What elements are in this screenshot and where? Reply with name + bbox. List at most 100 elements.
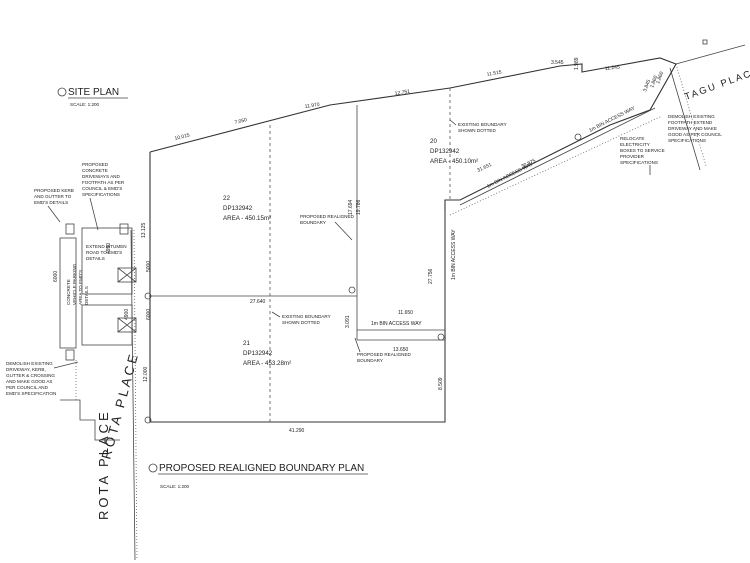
driveway-area	[81, 227, 133, 295]
dim-label: 3.091	[345, 315, 351, 328]
tagu-road-edge	[669, 67, 701, 171]
access-way-label: 1m BIN ACCESS WAY	[451, 229, 457, 280]
note-line: DRIVEWAY AND MAKE	[668, 126, 717, 131]
note-line: AREA TO EMD'S	[78, 270, 83, 305]
lot-number: 21	[243, 340, 250, 347]
parking-area	[81, 304, 133, 346]
note-relocate-electricity: RELOCATE ELECTRICITY BOXES TO SERVICE PR…	[620, 136, 665, 175]
turn-marker-icon	[348, 286, 356, 294]
note-line: DRIVEWAY, KERB,	[6, 367, 46, 372]
site-plan-title-block: SITE PLAN SCALE: 1:200	[57, 87, 128, 107]
lot-area: AREA - 450.15m²	[223, 215, 271, 222]
note-line: PROPOSED KERB	[34, 188, 74, 193]
dim-label: 13.650	[393, 347, 409, 353]
tagu-place-label: TAGU PLACE	[683, 65, 750, 103]
lot-dp: DP132942	[243, 350, 273, 357]
access-way-edge	[459, 107, 656, 206]
note-line: BOUNDARY	[357, 358, 383, 363]
dim-label: 1.860	[649, 75, 659, 89]
note-proposed-realigned-1: PROPOSED REALIGNED BOUNDARY	[300, 214, 355, 241]
note-line: FOOTPATH EXTEND	[668, 120, 713, 125]
leader-line	[53, 361, 79, 369]
note-demolish-rota: DEMOLISH EXISTING DRIVEWAY, KERB, GUTTER…	[6, 361, 79, 396]
note-line: PROPOSED REALIGNED	[300, 214, 355, 219]
dim-label: 5000	[146, 261, 152, 272]
note-line: SPECIFICATIONS	[668, 138, 706, 143]
access-way-label: 1m BIN ACCESS WAY	[486, 161, 534, 190]
note-proposed-realigned-2: PROPOSED REALIGNED BOUNDARY	[354, 337, 412, 363]
driveway-sketch	[59, 223, 137, 441]
leader-line	[354, 337, 361, 353]
cross-box	[117, 317, 137, 333]
note-existing-boundary-top: EXISTING BOUNDARY SHOWN DOTTED	[449, 119, 507, 133]
note-line: DEMOLISH EXISTING	[6, 361, 53, 366]
note-line: AND MAKE GOOD AS	[6, 379, 52, 384]
note-line: RELOCATE	[620, 136, 644, 141]
boundary-plan-scale: SCALE: 1:200	[160, 484, 190, 489]
turn-marker-icon	[144, 292, 152, 300]
note-line: GUTTER & CROSSING	[6, 373, 55, 378]
dim-label: 10.015	[174, 132, 191, 142]
note-line: EMD'S DETAILS	[34, 200, 68, 205]
note-line: COUNCIL & EMD'S	[82, 186, 122, 191]
note-line: EMD'S SPECIFICATION	[6, 391, 56, 396]
lot-area: AREA - 453.28m²	[243, 360, 291, 367]
turn-marker-icon	[574, 133, 582, 141]
rota-place-label-2: ROTA PLACE	[96, 409, 111, 520]
note-line: EXISTING BOUNDARY	[282, 314, 331, 319]
note-demolish-tagu: DEMOLISH EXISTING FOOTPATH EXTEND DRIVEW…	[668, 114, 722, 143]
boundary-plan-title-block: PROPOSED REALIGNED BOUNDARY PLAN SCALE: …	[148, 463, 368, 489]
note-line: PER COUNCIL AND	[6, 385, 49, 390]
note-line: DETAILS	[86, 256, 105, 261]
turn-marker-icon	[144, 416, 152, 424]
note-line: BOXES TO SERVICE	[620, 148, 665, 153]
lot-number: 22	[223, 195, 230, 202]
note-line: PROVIDER	[620, 154, 645, 159]
dim-label: 11.515	[486, 69, 502, 78]
dim-label: 12.000	[143, 366, 149, 382]
title-marker-icon	[57, 87, 67, 97]
dim-label: 11.970	[304, 102, 320, 110]
dim-label: 7.050	[234, 117, 248, 126]
note-line: ROAD TO EMD'S	[86, 250, 122, 255]
access-way-label: 1m BIN ACCESS WAY	[371, 321, 422, 327]
lot-area: AREA - 450.10m²	[430, 158, 478, 165]
title-marker-icon	[148, 463, 158, 473]
note-kerbs: PROPOSED KERB AND GUTTER TO EMD'S DETAIL…	[34, 188, 74, 223]
kerb-marker	[65, 349, 75, 361]
lot-dp: DP132942	[430, 148, 460, 155]
kerb-marker	[65, 223, 75, 235]
dim-label: 6000	[53, 271, 59, 282]
outer-boundary	[149, 57, 677, 423]
dim-label: 11.650	[398, 310, 413, 316]
dim-label: 17.694	[348, 199, 354, 215]
note-concrete-driveways: PROPOSED CONCRETE DRIVEWAYS AND FOOTPATH…	[82, 162, 125, 231]
note-extend-bitumen: EXTEND BITUMEN ROAD TO EMD'S DETAILS	[86, 244, 127, 261]
dim-label: 4950	[106, 243, 112, 254]
dim-label: 4900	[124, 309, 130, 320]
dim-label: 27.640	[250, 299, 266, 305]
dim-label: 1.860	[655, 71, 665, 85]
note-line: SHOWN DOTTED	[282, 320, 320, 325]
note-existing-boundary-mid: EXISTING BOUNDARY SHOWN DOTTED	[271, 311, 331, 325]
note-line: SHOWN DOTTED	[458, 128, 496, 133]
leader-line	[449, 119, 457, 126]
dim-label: 1.989	[574, 57, 580, 70]
cross-line	[117, 317, 137, 333]
dim-label: 41.290	[289, 428, 305, 434]
dim-label: 11.245	[605, 64, 621, 72]
leader-line	[47, 205, 61, 223]
site-plan-title: SITE PLAN	[68, 87, 119, 98]
site-plan-scale: SCALE: 1:200	[70, 102, 100, 107]
cross-line	[117, 267, 137, 283]
existing-kerb-line	[60, 399, 120, 441]
dim-label: 12.751	[394, 89, 410, 97]
dim-label: 31.651	[476, 162, 493, 174]
lot-22-label: 22 DP132942 AREA - 450.15m²	[223, 195, 271, 222]
dim-label: 13.125	[141, 222, 147, 238]
leader-line	[334, 221, 353, 241]
note-line: BOUNDARY	[300, 220, 326, 225]
note-line: DRIVEWAYS AND	[82, 174, 120, 179]
dim-label: 30.875	[520, 158, 537, 170]
